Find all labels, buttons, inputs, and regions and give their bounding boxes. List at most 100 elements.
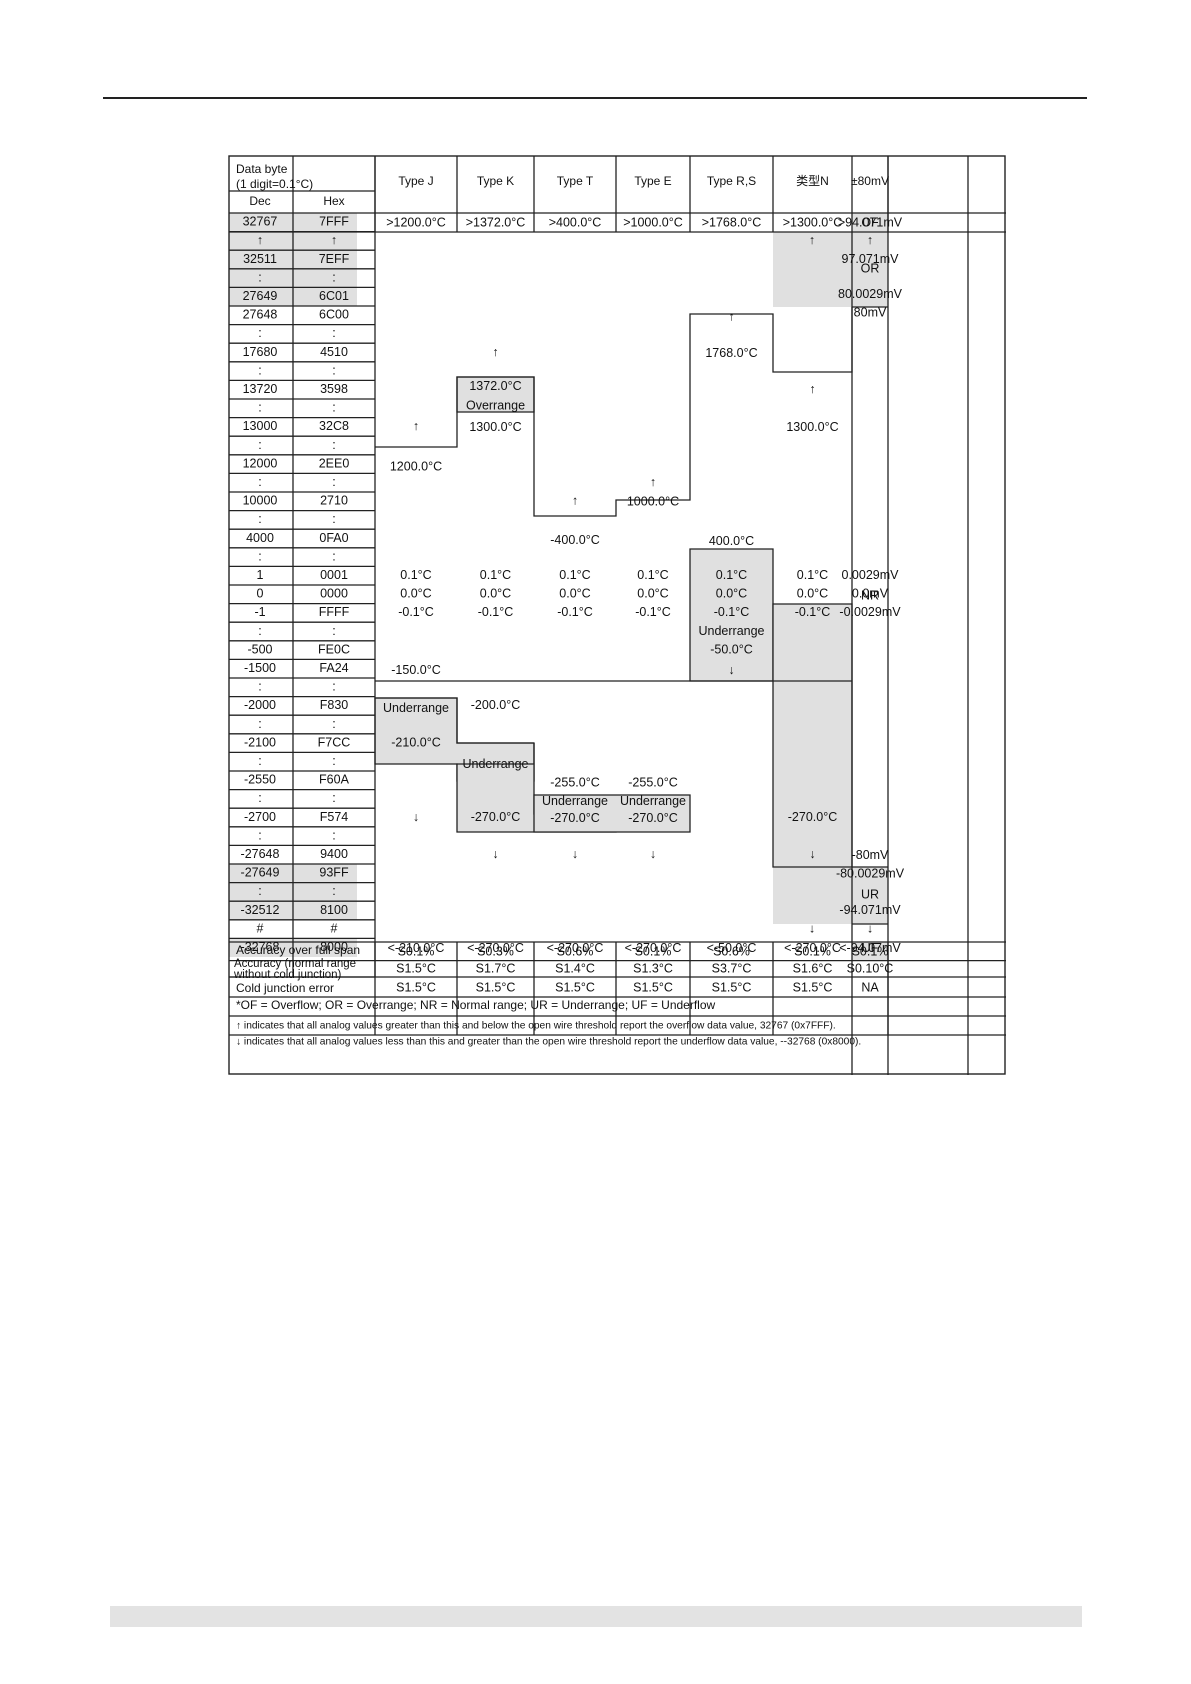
mv-m80-label: -80mV xyxy=(852,848,889,862)
accuracy-value-0-2: S0.6% xyxy=(557,944,594,958)
j-up-arrow: ↑ xyxy=(413,419,419,433)
hex-cell: : xyxy=(332,791,335,805)
t-m400-label: -400.0°C xyxy=(550,533,599,547)
accuracy-value-1-0: S1.5°C xyxy=(396,961,436,975)
dec-cell: -2100 xyxy=(244,735,276,749)
hex-cell: 0001 xyxy=(320,568,348,582)
accuracy-value-0-0: S0.1% xyxy=(398,944,435,958)
k-m200-label: -200.0°C xyxy=(471,698,520,712)
mv-underrange-band xyxy=(773,867,852,924)
mv-80-label: 80mV xyxy=(854,306,887,320)
small-row-zero-1: 0.0°C xyxy=(480,587,511,601)
status-uf: UF xyxy=(862,941,879,955)
dec-cell: : xyxy=(258,884,261,898)
small-row-zero-2: 0.0°C xyxy=(559,587,590,601)
status-of: OF xyxy=(861,216,879,230)
dec-cell: -32768 xyxy=(241,940,280,954)
overflow-value-3: >1000.0°C xyxy=(623,216,683,230)
n-up-arrow: ↑ xyxy=(809,382,815,396)
overflow-value-0: >1200.0°C xyxy=(386,216,446,230)
dec-cell: : xyxy=(258,754,261,768)
small-row-minus_one-1: -0.1°C xyxy=(478,605,514,619)
hex-cell: : xyxy=(332,438,335,452)
hex-cell: : xyxy=(332,717,335,731)
dec-cell: : xyxy=(258,717,261,731)
accuracy-value-1-6: S0.10°C xyxy=(847,961,894,975)
hex-cell: 6C01 xyxy=(319,289,349,303)
accuracy-value-1-4: S3.7°C xyxy=(712,961,752,975)
n-underrange-box xyxy=(772,603,853,868)
accuracy-value-2-4: S1.5°C xyxy=(712,980,752,994)
underflow-value-2: <-270.0°C xyxy=(547,941,604,955)
dec-cell: : xyxy=(258,624,261,638)
overflow-value-2: >400.0°C xyxy=(549,216,602,230)
mv-down-arrow: ↓ xyxy=(809,921,815,935)
underflow-value-5: <-270.0°C xyxy=(784,941,841,955)
status-nr: NR xyxy=(861,588,879,602)
n-1300-label: 1300.0°C xyxy=(786,420,838,434)
t-down-arrow: ↓ xyxy=(572,847,578,861)
hex-cell: 0000 xyxy=(320,587,348,601)
accuracy-value-2-6: NA xyxy=(861,980,879,994)
hex-cell: 93FF xyxy=(319,866,349,880)
small-row-zero-3: 0.0°C xyxy=(637,587,668,601)
j-m210-label: -210.0°C xyxy=(391,735,440,749)
j-down-arrow: ↓ xyxy=(413,810,419,824)
accuracy-value-2-3: S1.5°C xyxy=(633,980,673,994)
hex-cell: : xyxy=(332,828,335,842)
hex-header: Hex xyxy=(323,194,344,208)
corner-subtitle: (1 digit=0.1°C) xyxy=(236,177,313,191)
mv-97-label: 97.071mV xyxy=(842,252,900,266)
underflow-note: ↓ indicates that all analog values less … xyxy=(236,1037,861,1048)
hex-cell: # xyxy=(331,921,338,935)
col-header-0: Type J xyxy=(398,174,433,188)
hex-cell: : xyxy=(332,624,335,638)
overflow-value-1: >1372.0°C xyxy=(466,216,526,230)
mv-overrange-band xyxy=(773,232,852,307)
hex-cell: 32C8 xyxy=(319,419,349,433)
dec-cell: 1 xyxy=(257,568,264,582)
dec-cell: : xyxy=(258,326,261,340)
hex-cell: FFFF xyxy=(319,605,350,619)
dec-cell: -32512 xyxy=(241,903,280,917)
j-m150-label: -150.0°C xyxy=(391,663,440,677)
hex-cell: : xyxy=(332,512,335,526)
rs-underrange-label: Underrange xyxy=(698,624,764,638)
hex-cell: : xyxy=(332,549,335,563)
dec-cell: : xyxy=(258,438,261,452)
dec-cell: : xyxy=(258,512,261,526)
dec-cell: -27649 xyxy=(241,866,280,880)
te-underrange-box xyxy=(533,794,691,833)
dec-cell: 13720 xyxy=(243,382,278,396)
hex-cell: : xyxy=(332,363,335,377)
mv-80-0029-label: 80.0029mV xyxy=(838,287,903,301)
dec-cell: -1500 xyxy=(244,661,276,675)
dec-cell: : xyxy=(258,270,261,284)
dec-cell: # xyxy=(257,921,264,935)
n-m270-label: -270.0°C xyxy=(788,810,837,824)
dec-cell: 27649 xyxy=(243,289,278,303)
small-row-minus_one-3: -0.1°C xyxy=(635,605,671,619)
ur-band xyxy=(852,867,888,924)
dec-cell: -2000 xyxy=(244,698,276,712)
col-header-2: Type T xyxy=(557,174,594,188)
hex-cell: 2710 xyxy=(320,494,348,508)
accuracy-value-2-0: S1.5°C xyxy=(396,980,436,994)
mv-m94-label: -94.071mV xyxy=(839,903,901,917)
small-row-minus_one-0: -0.1°C xyxy=(398,605,434,619)
hex-cell: 6C00 xyxy=(319,308,349,322)
accuracy-value-1-5: S1.6°C xyxy=(793,961,833,975)
dec-cell: 10000 xyxy=(243,494,278,508)
e-down-arrow: ↓ xyxy=(650,847,656,861)
e-underrange-label: Underrange xyxy=(620,794,686,808)
dec-cell: ↑ xyxy=(257,233,263,247)
of-band xyxy=(852,213,888,232)
dec-header: Dec xyxy=(249,194,270,208)
dec-cell: 13000 xyxy=(243,419,278,433)
e-up-arrow: ↑ xyxy=(650,475,656,489)
dec-cell: : xyxy=(258,791,261,805)
small-row-minus_one-4: -0.1°C xyxy=(714,605,750,619)
small-row-zero-5: 0.0°C xyxy=(797,587,828,601)
hex-cell: F60A xyxy=(319,773,350,787)
